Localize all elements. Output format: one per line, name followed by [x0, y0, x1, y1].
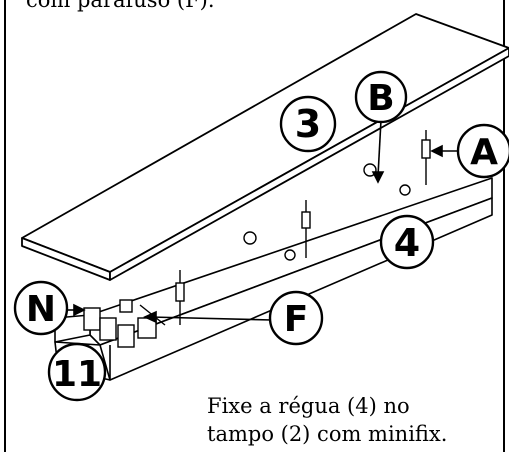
- bottom-caption: Fixe a régua (4) no tampo (2) com minifi…: [207, 392, 447, 448]
- callout-label-3: 3: [295, 102, 321, 146]
- callout-label-4: 4: [394, 221, 420, 265]
- minifix-screws: [175, 130, 431, 325]
- callout-label-n: N: [26, 289, 56, 330]
- top-caption: com parafuso (F).: [26, 0, 215, 12]
- callout-label-b: B: [367, 78, 394, 119]
- callout-label-a: A: [470, 132, 498, 173]
- callout-circle-11: [47, 342, 107, 402]
- callout-label-f: F: [284, 299, 309, 340]
- callout-circle-b: [354, 70, 408, 124]
- callout-circle-n: [13, 280, 69, 336]
- bottom-caption-line-2: tampo (2) com minifix.: [207, 422, 448, 446]
- top-board-part-3: [21, 13, 509, 281]
- callout-leaders: [68, 119, 458, 324]
- callout-circle-4: [379, 214, 435, 270]
- callout-circle-f: [268, 290, 324, 346]
- callout-circle-a: [456, 123, 509, 179]
- callout-label-11: 11: [52, 354, 102, 395]
- bottom-caption-line-1: Fixe a régua (4) no: [207, 394, 410, 418]
- callout-circles: [13, 70, 509, 402]
- callout-circle-3: [279, 95, 337, 153]
